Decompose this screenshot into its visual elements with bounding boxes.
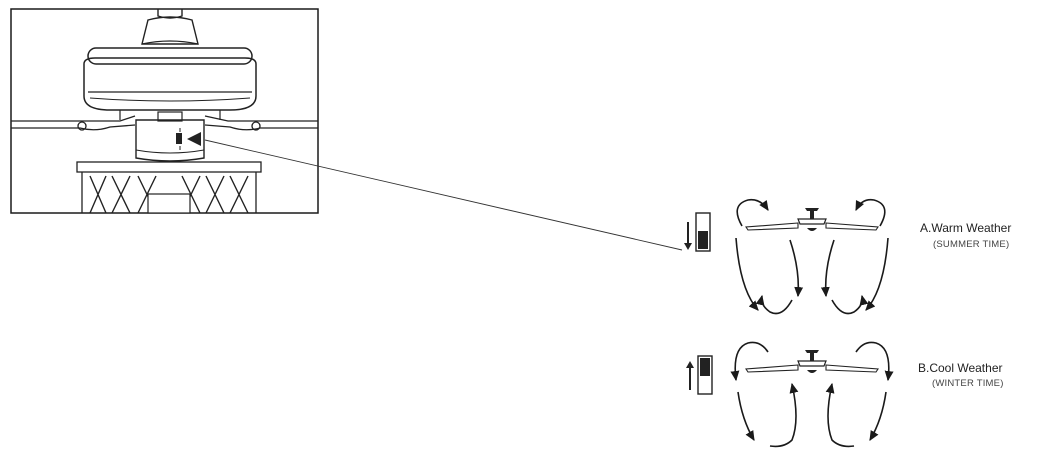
warm-mode-title: A.Warm Weather [920, 221, 1012, 235]
warm-mode-diagram [684, 198, 889, 315]
cool-mode-title: B.Cool Weather [918, 361, 1003, 375]
warm-mode-subtitle: (SUMMER TIME) [933, 239, 1010, 250]
pointer-line [204, 139, 683, 251]
cool-mode-subtitle: (WINTER TIME) [932, 378, 1004, 389]
ceiling-fan-icon [745, 207, 879, 232]
fan-detail-inset [10, 8, 319, 214]
ceiling-fan-icon [745, 349, 879, 374]
airflow-arrow-icon [735, 198, 889, 315]
direction-switch-icon-up [686, 355, 713, 395]
cool-mode-diagram [686, 341, 894, 448]
direction-switch-icon-down [684, 212, 711, 252]
airflow-arrow-icon [730, 341, 894, 448]
